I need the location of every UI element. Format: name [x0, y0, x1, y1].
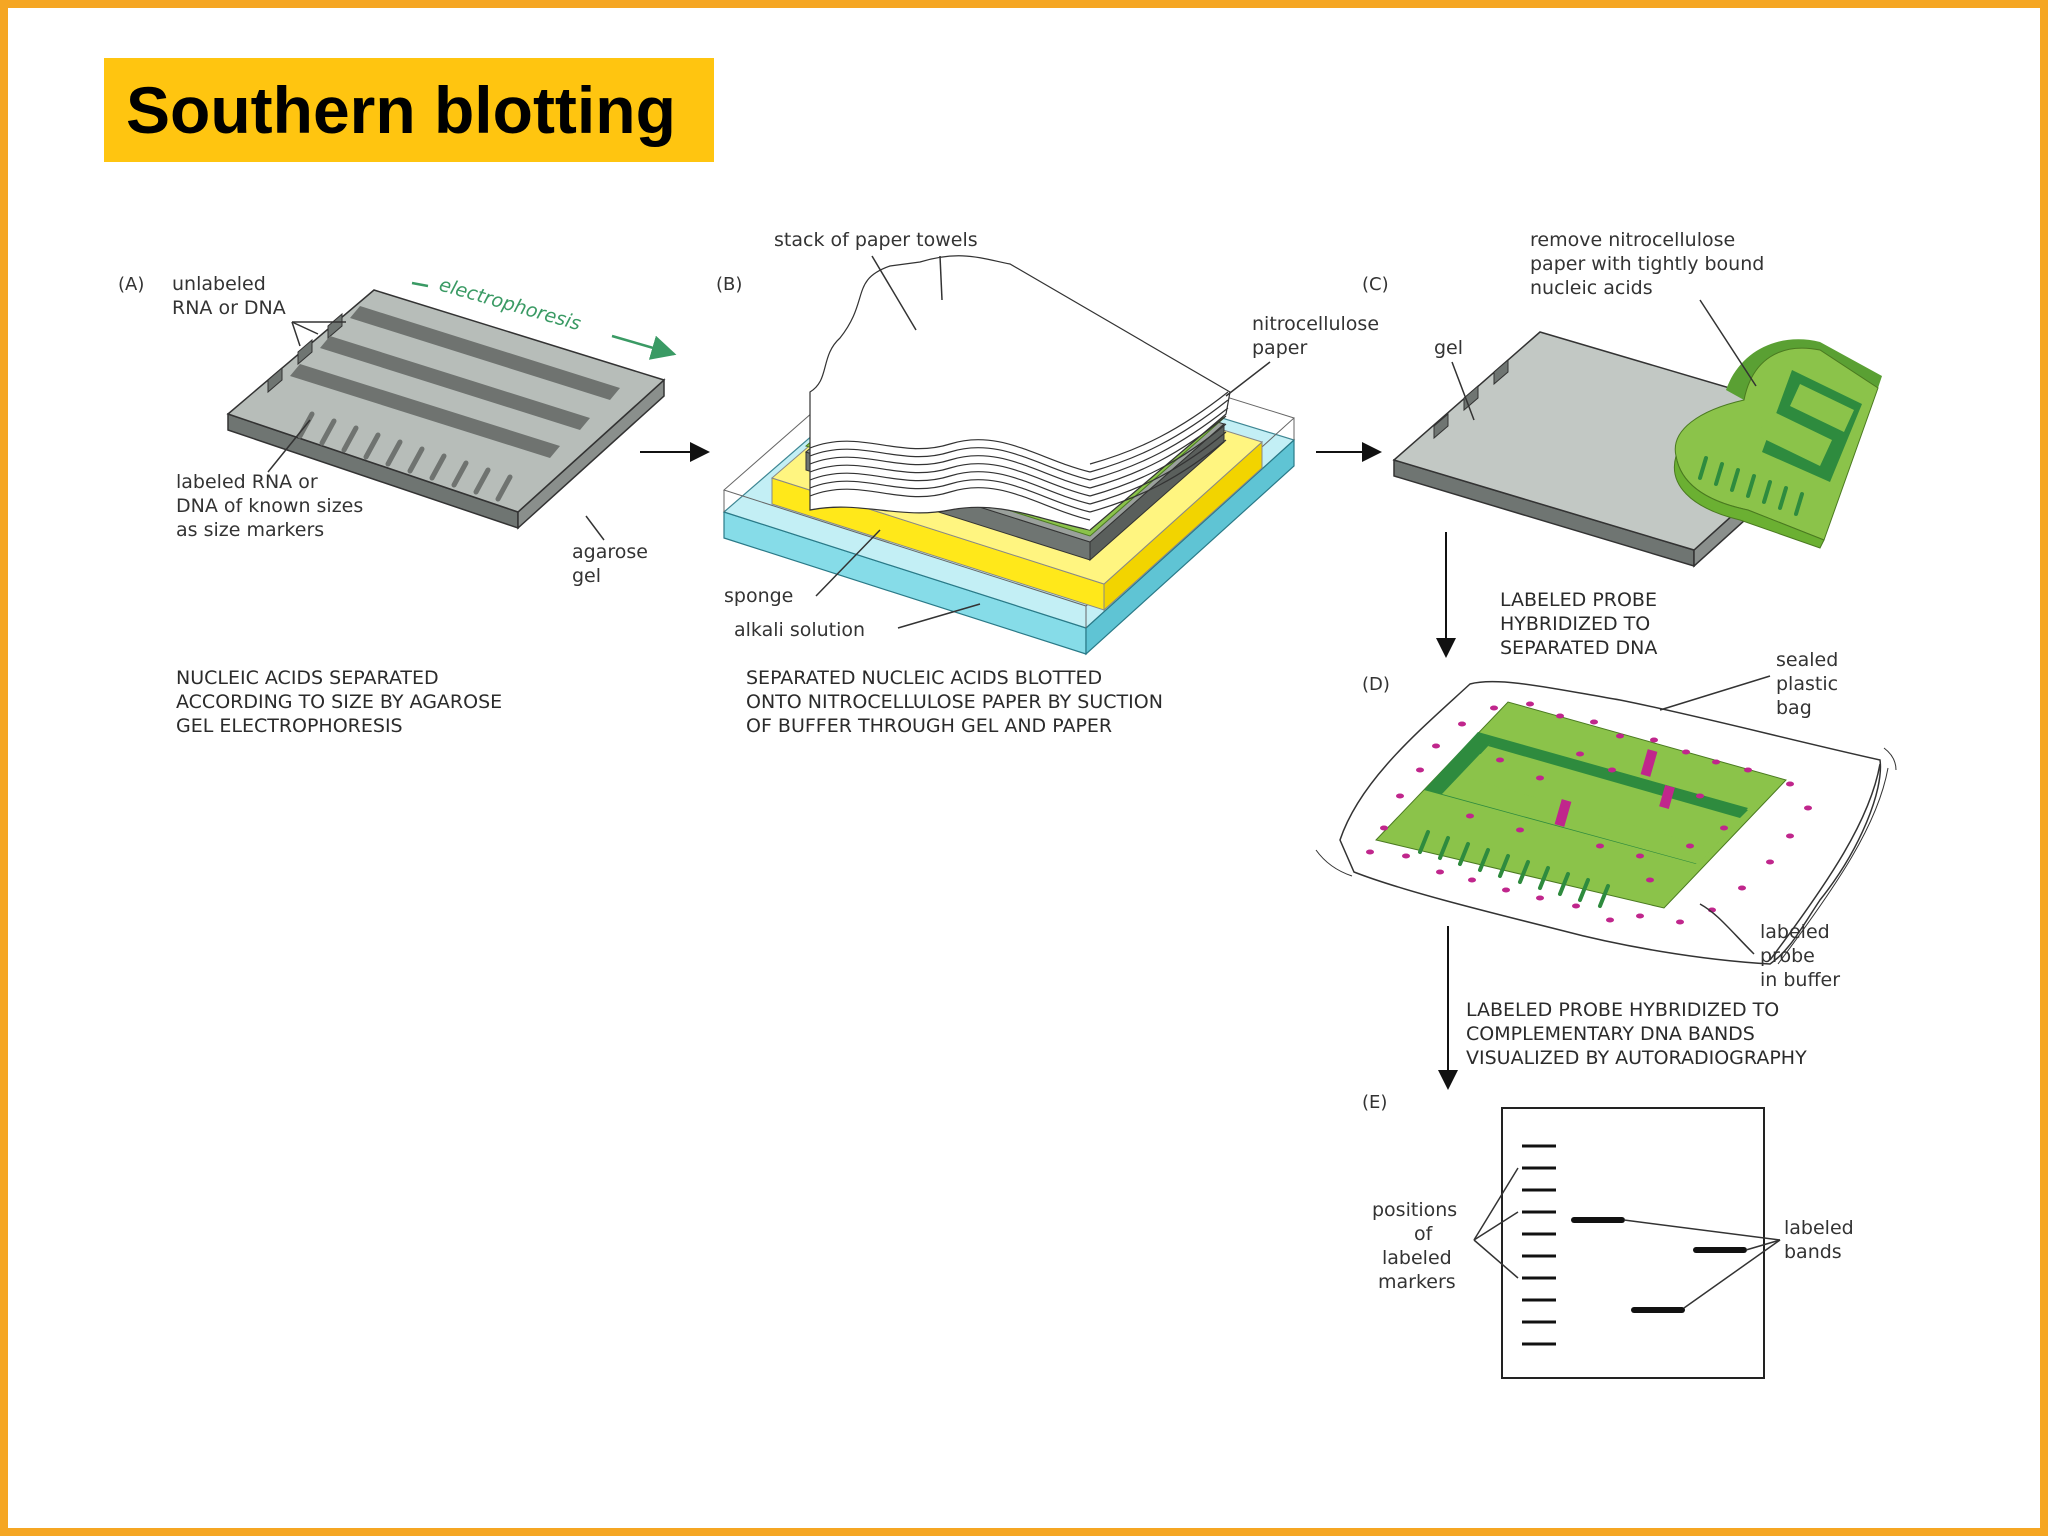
panel-c-caption-line1: LABELED PROBE — [1500, 589, 1657, 611]
membrane-marker-ladder — [1418, 830, 1610, 908]
probe-label-line2: probe — [1760, 945, 1815, 967]
slide-title: Southern blotting — [126, 73, 676, 147]
remove-label-line3: nucleic acids — [1530, 277, 1653, 299]
unlabeled-leader-lines — [291, 321, 346, 347]
alkali-leader-line — [897, 603, 981, 629]
panel-c-letter: (C) — [1362, 274, 1389, 295]
remove-label-line2: paper with tightly bound — [1530, 253, 1764, 275]
sheet-marker-ladder — [1698, 456, 1804, 516]
paper-towel-stack — [809, 255, 1231, 531]
alkali-label: alkali solution — [734, 619, 865, 641]
probe-leader-line — [1699, 903, 1755, 955]
panel-a-caption-line1: NUCLEIC ACIDS SEPARATED — [176, 667, 439, 689]
probe-label-line3: in buffer — [1760, 969, 1840, 991]
bag-leader-line — [1659, 675, 1771, 711]
towels-leader-lines — [871, 255, 943, 331]
unlabeled-label-line2: RNA or DNA — [172, 297, 286, 319]
markers-leader-line — [267, 419, 311, 473]
bands-leader-lines — [1623, 1219, 1781, 1309]
positions-label-line3: labeled — [1382, 1247, 1452, 1269]
panel-c: (C) gel remove — [1362, 229, 1882, 568]
positions-leader-lines — [1473, 1167, 1519, 1279]
bag-label-line3: bag — [1776, 697, 1812, 719]
panel-a-caption-line3: GEL ELECTROPHORESIS — [176, 715, 403, 737]
peeling-nitrocellulose-sheet — [1674, 339, 1882, 549]
agarose-gel-slab — [226, 289, 666, 530]
panel-a-letter: (A) — [118, 274, 144, 295]
panel-d-letter: (D) — [1362, 674, 1390, 695]
bag-label-line1: sealed — [1776, 649, 1838, 671]
positions-label-line1: positions — [1372, 1199, 1457, 1221]
markers-label-line1: labeled RNA or — [176, 471, 318, 493]
size-marker-ladder — [297, 411, 513, 502]
panel-b-caption-line1: SEPARATED NUCLEIC ACIDS BLOTTED — [746, 667, 1102, 689]
title-banner: Southern blotting — [104, 58, 714, 162]
nitrocellulose-leader-line — [1225, 361, 1271, 397]
panel-a-caption-line2: ACCORDING TO SIZE BY AGAROSE — [176, 691, 502, 713]
remove-leader-line — [1699, 299, 1757, 387]
marker-positions — [1522, 1144, 1556, 1346]
agarose-gel-label-line2: gel — [572, 565, 601, 587]
panel-c-gel-leader-line — [1451, 361, 1475, 421]
panel-b-caption-line2: ONTO NITROCELLULOSE PAPER BY SUCTION — [746, 691, 1163, 713]
positions-label-line4: markers — [1378, 1271, 1456, 1293]
remove-label-line1: remove nitrocellulose — [1530, 229, 1735, 251]
unlabeled-label-line1: unlabeled — [172, 273, 266, 295]
panel-d-caption-line1: LABELED PROBE HYBRIDIZED TO — [1466, 999, 1779, 1021]
probe-label-line1: labeled — [1760, 921, 1830, 943]
markers-label-line2: DNA of known sizes — [176, 495, 363, 517]
labeled-bands-marks — [1571, 1217, 1747, 1313]
panel-c-caption-line2: HYBRIDIZED TO — [1500, 613, 1650, 635]
panel-b-caption-line3: OF BUFFER THROUGH GEL AND PAPER — [746, 715, 1112, 737]
panel-c-gel-label: gel — [1434, 337, 1463, 359]
positions-label-line2: of — [1414, 1223, 1434, 1245]
panel-d: (D) — [1315, 649, 1897, 991]
agarose-gel-label-line1: agarose — [572, 541, 648, 563]
bag-label-line2: plastic — [1776, 673, 1838, 695]
panel-d-caption-line3: VISUALIZED BY AUTORADIOGRAPHY — [1466, 1047, 1807, 1069]
panel-b-letter: (B) — [716, 274, 742, 295]
bands-label-line1: labeled — [1784, 1217, 1854, 1239]
nitrocellulose-label-line1: nitrocellulose — [1252, 313, 1379, 335]
probe-molecules — [1366, 701, 1812, 925]
autoradiograph-film — [1501, 1107, 1765, 1379]
panel-a: (A) — [118, 273, 677, 737]
panel-e-letter: (E) — [1362, 1092, 1387, 1113]
bands-label-line2: bands — [1784, 1241, 1842, 1263]
panel-b: (B) — [716, 229, 1379, 737]
panel-e: (E) positions of labeled markers — [1362, 1092, 1854, 1379]
sponge-leader-line — [815, 529, 881, 597]
sponge-label: sponge — [724, 585, 793, 607]
nitrocellulose-label-line2: paper — [1252, 337, 1307, 359]
agarose-gel-leader-line — [585, 515, 605, 541]
markers-label-line3: as size markers — [176, 519, 324, 541]
hybridized-probe-bands — [1554, 749, 1675, 827]
towels-label: stack of paper towels — [774, 229, 978, 251]
panel-d-caption-line2: COMPLEMENTARY DNA BANDS — [1466, 1023, 1755, 1045]
panel-c-caption-line3: SEPARATED DNA — [1500, 637, 1657, 659]
